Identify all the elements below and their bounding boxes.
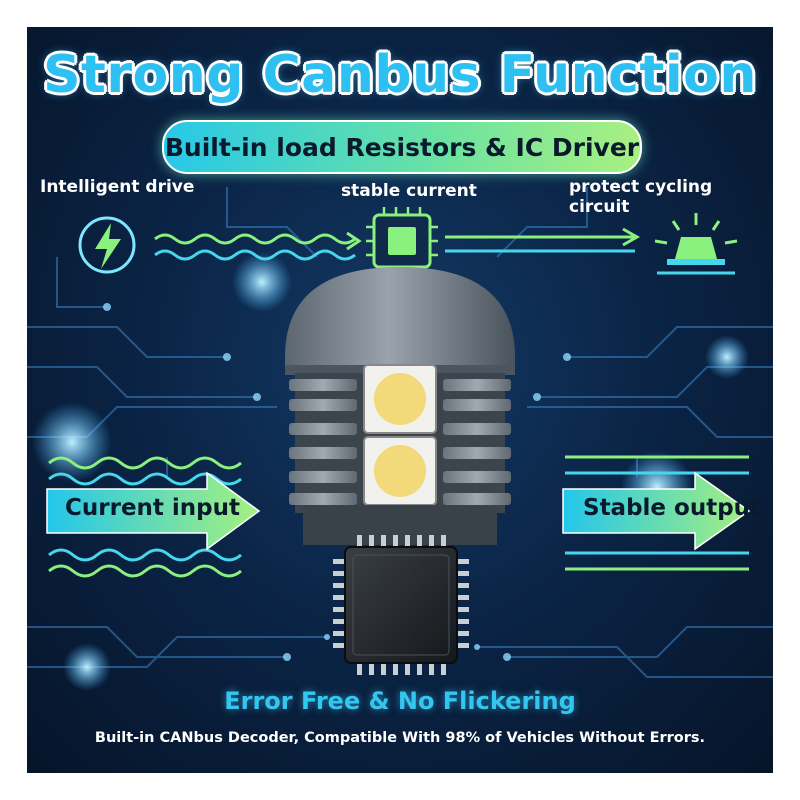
label-protect-circuit: protect cycling circuit (569, 177, 713, 217)
description: Built-in CANbus Decoder, Compatible With… (94, 730, 706, 746)
label-intelligent-drive: Intelligent drive (40, 177, 195, 197)
headline: Strong Canbus Function (43, 45, 757, 105)
product-banner: Strong Canbus Function Built-in load Res… (27, 27, 773, 773)
circuit-background (27, 187, 773, 691)
lightning-bolt-icon (78, 216, 136, 274)
subtitle-text: Built-in load Resistors & IC Driver (164, 132, 640, 162)
ic-driver-chip (333, 535, 469, 675)
stable-output-label: Stable output (583, 495, 762, 521)
current-input-label: Current input (65, 495, 241, 521)
warning-light-icon (654, 213, 738, 275)
label-stable-current: stable current (341, 181, 477, 201)
microchip-icon (366, 207, 438, 275)
subtitle-pill: Built-in load Resistors & IC Driver (162, 120, 642, 174)
tagline: Error Free & No Flickering (224, 687, 576, 715)
